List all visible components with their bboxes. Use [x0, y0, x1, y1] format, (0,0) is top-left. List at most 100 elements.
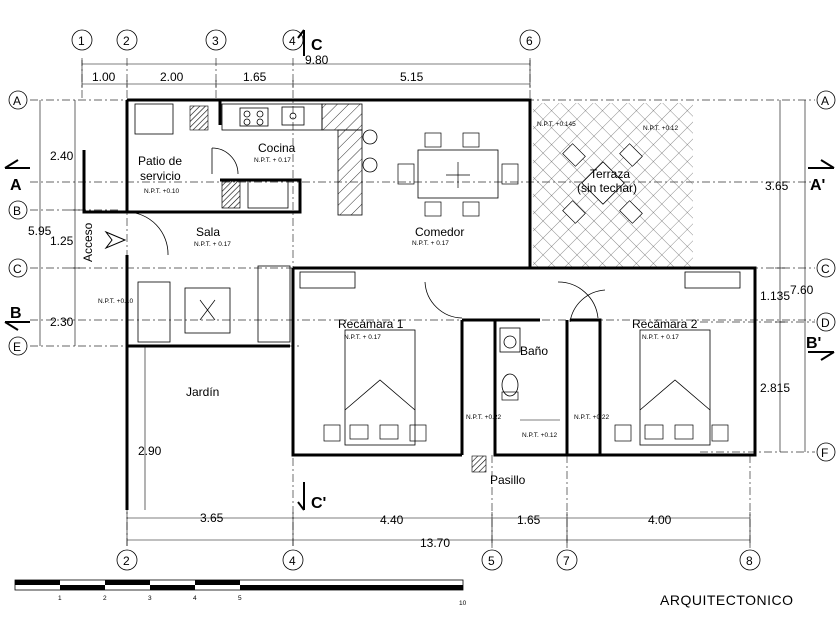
section-label-a: A [10, 177, 22, 194]
left-axis-markers: A B C E [8, 90, 28, 356]
dim-total-top: 9.80 [305, 53, 329, 67]
room-recamara-1: Recámara 1 [338, 317, 404, 331]
left-dimensions: 5.95 2.40 1.25 2.30 2.90 [28, 100, 162, 510]
section-c-top: C [297, 29, 323, 56]
section-label-b: B [10, 305, 22, 322]
room-sala: Sala [196, 225, 220, 239]
room-bano: Baño [520, 344, 548, 358]
level-sala: N.P.T. + 0.17 [194, 241, 231, 248]
dim-bottom-seg-3: 1.65 [517, 513, 541, 527]
room-terraza-line1: Terraza [590, 167, 630, 181]
room-acceso: Acceso [81, 222, 95, 262]
dining-table [397, 132, 519, 217]
bottom-axis-markers: 2 4 5 7 8 [116, 549, 761, 571]
section-markers-right: A' B' [806, 159, 835, 361]
graphic-scale-bar: 1 2 3 4 5 10 [14, 579, 467, 607]
scale-tick-3: 3 [148, 595, 152, 602]
level-bano: N.P.T. +0.12 [522, 432, 557, 439]
dim-bottom-seg-4: 4.00 [648, 513, 672, 527]
top-dimensions: 9.80 1.00 2.00 1.65 5.15 [81, 53, 531, 88]
axis-top-4: 4 [289, 34, 296, 48]
axis-left-b: B [13, 204, 21, 218]
dim-left-seg-3: 2.30 [50, 315, 74, 329]
axis-right-f: F [821, 446, 828, 460]
axis-left-a: A [13, 94, 21, 108]
dim-left-lower: 2.90 [138, 444, 162, 458]
room-labels: Patio de servicio N.P.T. +0.10 Cocina N.… [81, 121, 698, 487]
scale-tick-5: 5 [238, 595, 242, 602]
section-markers-left: A B [4, 159, 30, 331]
axis-bottom-2: 2 [123, 554, 130, 568]
scale-tick-2: 2 [103, 595, 107, 602]
section-label-c-prime: C' [311, 495, 326, 512]
section-c-bottom: C' [297, 482, 326, 512]
dim-bottom-seg-2: 4.40 [380, 513, 404, 527]
room-recamara-2: Recámara 2 [632, 317, 698, 331]
dim-right-seg-2: 1.135 [760, 289, 790, 303]
top-axis-markers: 1 2 3 4 6 [71, 29, 541, 51]
walls [82, 98, 757, 510]
room-jardin: Jardín [186, 385, 219, 399]
axis-bottom-5: 5 [488, 554, 495, 568]
level-closet-2: N.P.T. +0.22 [574, 414, 609, 421]
level-cocina: N.P.T. + 0.17 [254, 157, 291, 164]
scale-tick-10: 10 [459, 600, 467, 607]
dim-left-total: 5.95 [28, 224, 52, 238]
living-room-furniture [126, 211, 291, 343]
scale-tick-4: 4 [193, 595, 197, 602]
axis-top-2: 2 [123, 34, 130, 48]
right-axis-markers: A C D F [816, 90, 836, 462]
dim-bottom-total: 13.70 [420, 536, 450, 550]
axis-left-e: E [13, 340, 21, 354]
bathroom-fixtures [471, 327, 560, 473]
level-patio: N.P.T. +0.10 [144, 188, 179, 195]
patio-fixtures [134, 103, 239, 175]
level-terraza-2: N.P.T. +0.12 [643, 125, 678, 132]
bottom-dimensions: 3.65 4.40 1.65 4.00 13.70 [126, 511, 751, 550]
level-jardin: N.P.T. +0.10 [98, 298, 133, 305]
section-label-a-prime: A' [810, 177, 825, 194]
kitchen-counters [221, 103, 378, 216]
dim-top-seg-2: 2.00 [160, 70, 184, 84]
level-terraza-1: N.P.T. +0.145 [537, 121, 576, 128]
dim-right-seg-1: 3.65 [765, 179, 789, 193]
dim-top-seg-1: 1.00 [92, 70, 116, 84]
room-terraza-line2: (sin techar) [577, 181, 637, 195]
level-recamara-2: N.P.T. + 0.17 [642, 334, 679, 341]
dim-top-seg-3: 1.65 [243, 70, 267, 84]
dim-right-seg-3: 2.815 [760, 381, 790, 395]
level-closet-1: N.P.T. +0.22 [466, 414, 501, 421]
axis-bottom-8: 8 [746, 554, 753, 568]
room-patio-line1: Patio de [138, 154, 182, 168]
axis-bottom-4: 4 [289, 554, 296, 568]
dim-bottom-seg-1: 3.65 [200, 511, 224, 525]
section-label-c: C [311, 37, 323, 54]
axis-left-c: C [13, 262, 22, 276]
axis-top-3: 3 [212, 34, 219, 48]
right-dimensions: 3.65 1.135 2.815 7.60 [760, 100, 814, 452]
access-arrow-icon [104, 230, 127, 250]
dim-top-seg-4: 5.15 [400, 70, 424, 84]
dim-left-seg-2: 1.25 [50, 234, 74, 248]
axis-bottom-7: 7 [563, 554, 570, 568]
axis-top-1: 1 [78, 34, 85, 48]
room-pasillo: Pasillo [490, 473, 526, 487]
dim-left-seg-1: 2.40 [50, 149, 74, 163]
bedroom-1-furniture [299, 271, 463, 446]
plan-title: ARQUITECTONICO [660, 592, 794, 608]
axis-right-a: A [821, 94, 829, 108]
room-patio-line2: servicio [140, 169, 181, 183]
axis-right-c: C [821, 262, 830, 276]
dim-right-total: 7.60 [790, 283, 814, 297]
axis-grid [30, 58, 815, 548]
level-comedor: N.P.T. + 0.17 [412, 240, 449, 247]
bedroom-2-furniture [557, 271, 741, 446]
level-recamara-1: N.P.T. + 0.17 [344, 334, 381, 341]
axis-top-6: 6 [526, 34, 533, 48]
section-label-b-prime: B' [806, 335, 821, 352]
axis-right-d: D [821, 316, 830, 330]
scale-tick-1: 1 [58, 595, 62, 602]
terrace-table [562, 143, 643, 224]
room-comedor: Comedor [415, 225, 464, 239]
